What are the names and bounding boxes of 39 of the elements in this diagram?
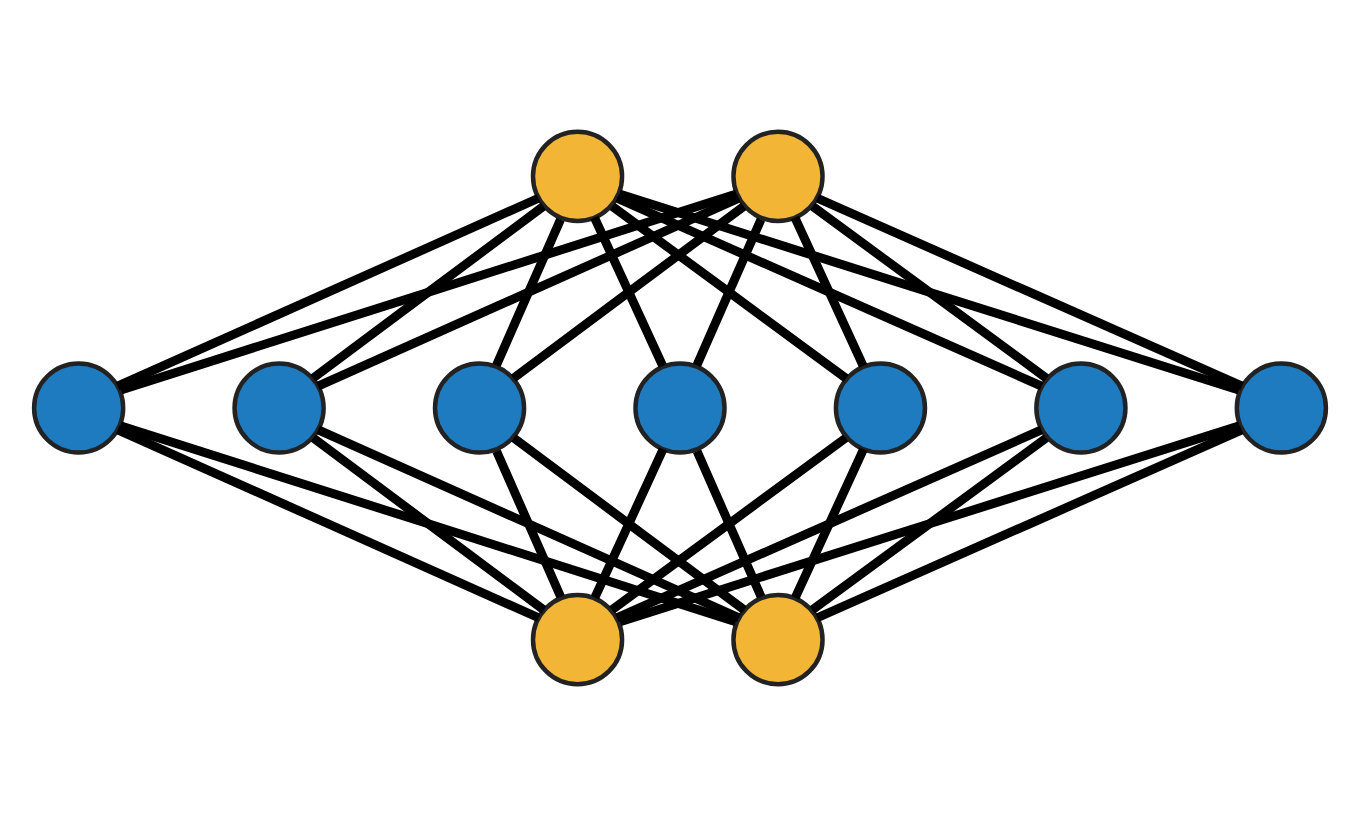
connector [609,201,849,381]
node-circle [31,360,126,454]
connector [815,424,1244,621]
node-circle [530,128,625,223]
node-circle [1234,360,1329,454]
connector [316,424,741,621]
connector [618,188,1241,394]
connector [815,193,1244,390]
connector [618,420,1241,625]
node-circle [731,591,825,686]
connector [316,193,741,390]
connector [492,448,565,598]
connector [118,420,738,625]
connector [693,448,766,598]
connector [692,216,765,366]
connector [790,214,868,367]
node-circle [232,360,326,454]
connector [115,424,541,621]
node-circle [633,360,727,454]
connector [609,433,849,613]
node-circle [731,128,825,223]
node-circle [432,360,527,454]
node-circle [833,360,928,454]
connector [791,446,868,599]
connector [810,201,1050,381]
connector [590,214,667,367]
connector [310,433,547,613]
connector [590,446,668,599]
connector [492,216,565,366]
node-circle [530,591,625,686]
connector [511,433,747,613]
connector [809,433,1049,613]
connector [510,201,747,381]
connector [310,201,546,381]
connector [615,193,1044,390]
connector [615,424,1044,621]
node-circle [1034,360,1128,454]
connector [119,188,738,394]
connector [115,193,541,390]
